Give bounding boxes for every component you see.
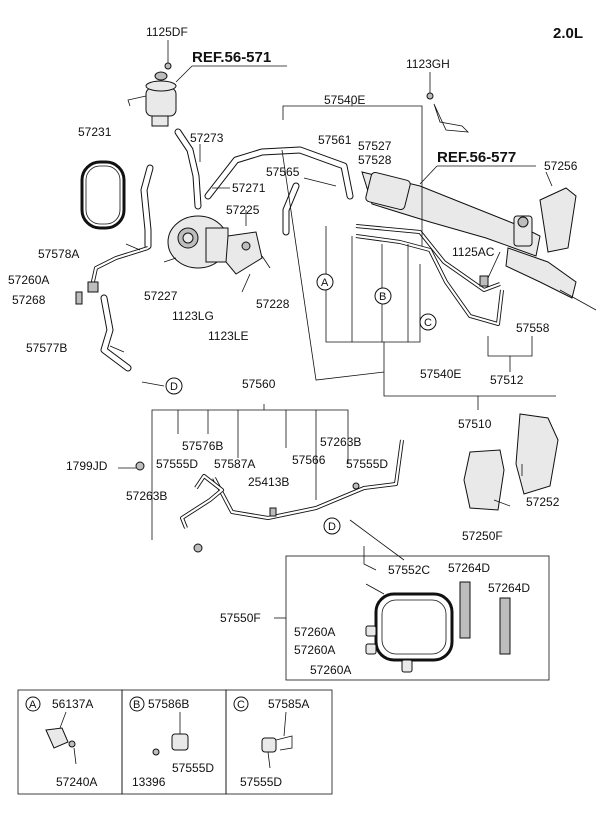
label-1123lg: 1123LG [172, 309, 214, 323]
marker-a [316, 273, 334, 291]
label-57587a: 57587A [214, 457, 255, 471]
clip-25413b [269, 507, 277, 517]
label-57273: 57273 [190, 131, 224, 145]
label-1799jd: 1799JD [66, 459, 108, 473]
legend-c-clamp [261, 711, 293, 769]
label-57268: 57268 [12, 293, 46, 307]
label-57576b: 57576B [182, 439, 223, 453]
ref-reservoir[interactable]: REF.56-571 [192, 49, 271, 66]
label-57540e-mid: 57540E [420, 367, 461, 381]
label-57566: 57566 [292, 453, 326, 467]
clip-57260a-1 [365, 625, 377, 637]
marker-a-letter: A [321, 277, 329, 289]
clip-57263b [193, 543, 203, 553]
legend-a-letter: A [29, 699, 37, 711]
label-57264d-b: 57264D [488, 581, 530, 595]
clip-1799jd [135, 461, 145, 471]
label-57510: 57510 [458, 417, 492, 431]
label-57586b: 57586B [148, 697, 189, 711]
steering-gear-part [361, 171, 597, 311]
label-1125df: 1125DF [146, 25, 188, 39]
label-57256: 57256 [544, 159, 578, 173]
label-57260a-3: 57260A [310, 663, 351, 677]
power-steering-pump-part [163, 215, 271, 293]
marker-d-top [165, 377, 183, 395]
legend-c-letter: C [237, 699, 245, 711]
label-57271: 57271 [232, 181, 266, 195]
label-57552c: 57552C [388, 563, 430, 577]
label-1123le: 1123LE [208, 329, 248, 343]
marker-d-top-letter: D [170, 381, 178, 393]
label-57250f: 57250F [462, 529, 503, 543]
label-57540e-top: 57540E [324, 93, 365, 107]
label-57555d-d: 57555D [240, 775, 282, 789]
marker-d-bottom-letter: D [328, 521, 336, 533]
label-57263b-left: 57263B [126, 489, 167, 503]
legend-b-clamp [152, 712, 189, 756]
clip-57260a-2 [365, 643, 377, 655]
label-1125ac: 1125AC [452, 245, 495, 259]
heat-shield-57252 [515, 413, 559, 495]
label-56137a: 56137A [52, 697, 93, 711]
clip-57263b-r [352, 482, 360, 490]
label-57528: 57528 [358, 153, 392, 167]
label-57260a-1: 57260A [294, 625, 335, 639]
label-57527: 57527 [358, 139, 392, 153]
marker-d-bottom [323, 517, 341, 535]
label-57555d-b: 57555D [346, 457, 388, 471]
legend-c-marker [233, 696, 249, 712]
label-57227: 57227 [144, 289, 178, 303]
label-25413b: 25413B [248, 475, 289, 489]
label-57561: 57561 [318, 133, 352, 147]
label-57252: 57252 [526, 495, 560, 509]
cooler-part [365, 583, 454, 662]
bolt-1125ac [479, 275, 489, 287]
label-57264d-a: 57264D [448, 561, 490, 575]
label-57558: 57558 [516, 321, 550, 335]
clip-57260a-3 [401, 659, 413, 673]
label-1123gh: 1123GH [406, 57, 450, 71]
label-57555d-a: 57555D [156, 457, 198, 471]
label-57225: 57225 [226, 203, 260, 217]
label-57231: 57231 [78, 125, 112, 139]
label-57263b-right: 57263B [320, 435, 361, 449]
legend-b-letter: B [133, 699, 140, 711]
legend-b-marker [129, 696, 145, 712]
clamp-strip-b [499, 597, 511, 655]
label-57555d-c: 57555D [172, 761, 214, 775]
clamp-strip-a [459, 581, 471, 639]
bolt-57268 [75, 291, 83, 305]
reservoir-part [127, 40, 177, 127]
label-13396: 13396 [132, 775, 166, 789]
legend-a-marker [25, 696, 41, 712]
heat-shield-57250f [463, 449, 505, 511]
bracket-1123gh-part [426, 72, 470, 133]
label-57578a: 57578A [38, 247, 79, 261]
label-57577b: 57577B [26, 341, 67, 355]
ref-gear[interactable]: REF.56-577 [437, 149, 516, 166]
legend-a-connector [45, 711, 77, 765]
engine-label: 2.0L [553, 25, 583, 42]
marker-b [374, 287, 392, 305]
marker-c-letter: C [424, 317, 432, 329]
drive-belt-part [80, 160, 126, 230]
label-57512: 57512 [490, 373, 524, 387]
legend-box-c [225, 689, 333, 795]
label-57240a: 57240A [56, 775, 97, 789]
label-57560: 57560 [242, 377, 276, 391]
label-57550f: 57550F [220, 611, 261, 625]
label-57228: 57228 [256, 297, 290, 311]
marker-b-letter: B [379, 291, 386, 303]
clip-57260a [87, 281, 99, 293]
label-57260a-left: 57260A [8, 273, 49, 287]
label-57565: 57565 [266, 165, 300, 179]
marker-c [419, 313, 437, 331]
label-57585a: 57585A [268, 697, 309, 711]
label-57260a-2: 57260A [294, 643, 335, 657]
